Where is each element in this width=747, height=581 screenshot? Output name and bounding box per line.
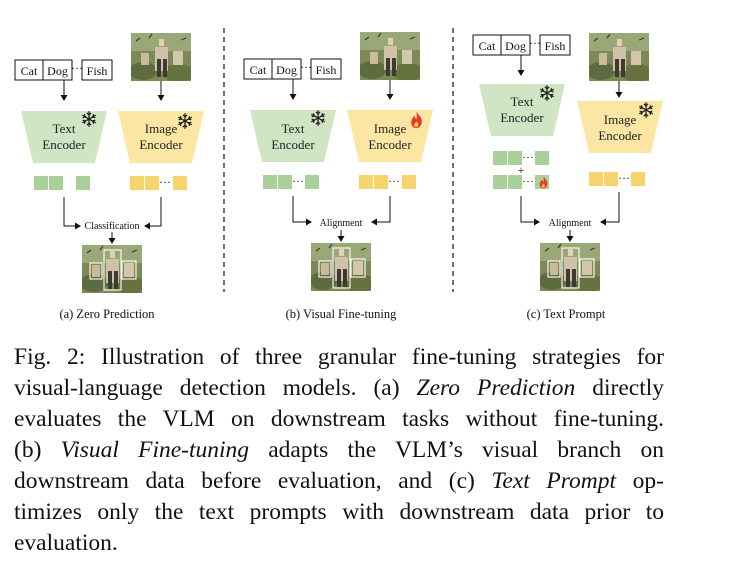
feature-ellipsis: ··· <box>618 171 630 185</box>
text-encoder-label-1: Text <box>282 121 305 136</box>
term-visual-fine-tuning: Visual Fine-tuning <box>60 437 250 463</box>
panel-caption: (c) Text Prompt <box>527 307 606 321</box>
token-cat: Cat <box>21 64 38 78</box>
feature-ellipsis: ··· <box>522 174 534 188</box>
caption-line: (b) Visual Fine-tuning adapts the VLM’s … <box>14 437 664 463</box>
caption-line: Fig. 2: Illustration of three granular f… <box>14 344 664 370</box>
feature-ellipsis: ··· <box>388 174 400 188</box>
figure-caption: Fig. 2: Illustration of three granular f… <box>14 342 664 559</box>
image-encoder-label-2: Encoder <box>139 137 183 152</box>
feature-ellipsis: ··· <box>292 174 304 188</box>
merge-label: Alignment <box>320 218 363 229</box>
caption-line: downstream data before evaluation, and (… <box>14 468 665 494</box>
output-detection-image <box>538 243 604 292</box>
caption-line: visual-language detection models. (a) Ze… <box>14 375 665 401</box>
prompt-plus: + <box>518 163 525 177</box>
input-image <box>589 33 649 81</box>
token-cat: Cat <box>479 39 496 53</box>
input-image <box>360 32 420 80</box>
token-fish: Fish <box>545 39 566 53</box>
image-encoder-label-2: Encoder <box>598 128 642 143</box>
text-encoder <box>250 110 336 162</box>
term-zero-prediction: Zero Prediction <box>416 375 576 401</box>
feature-ellipsis: ··· <box>159 175 171 189</box>
class-tokens: Cat Dog ··· Fish <box>243 58 342 80</box>
token-ellipsis: ··· <box>300 60 312 74</box>
token-fish: Fish <box>316 63 337 77</box>
token-cat: Cat <box>250 63 267 77</box>
text-encoder-label-2: Encoder <box>500 110 544 125</box>
class-tokens: Cat Dog ··· Fish <box>14 59 113 81</box>
image-features: ··· <box>589 171 645 186</box>
class-tokens: Cat Dog ··· Fish <box>472 34 571 56</box>
panel-visual-fine-tuning: Cat Dog ··· Fish Text Encoder Image Enco… <box>243 32 433 321</box>
prompt-features: ··· <box>493 174 549 189</box>
text-encoder-label-2: Encoder <box>271 137 315 152</box>
image-features: ··· <box>359 174 416 189</box>
token-ellipsis: ··· <box>71 61 83 75</box>
text-encoder <box>21 111 107 163</box>
caption-line: timizes only the text prompts with downs… <box>14 499 664 525</box>
feature-ellipsis: ··· <box>522 150 534 164</box>
panel-zero-prediction: Cat Dog ··· Fish Text Encoder Image Enco… <box>14 33 204 321</box>
merge-label: Alignment <box>549 218 592 229</box>
image-features: ··· <box>130 175 187 190</box>
image-encoder-label-1: Image <box>145 121 178 136</box>
output-detection-image <box>309 243 375 292</box>
panel-caption: (a) Zero Prediction <box>59 307 155 321</box>
image-encoder-label-1: Image <box>604 112 637 127</box>
text-encoder-label-1: Text <box>53 121 76 136</box>
text-encoder-label-1: Text <box>511 94 534 109</box>
panel-caption: (b) Visual Fine-tuning <box>286 307 398 321</box>
text-features: ··· <box>263 174 319 189</box>
text-encoder <box>479 84 565 136</box>
token-fish: Fish <box>87 64 108 78</box>
text-features <box>34 176 90 190</box>
caption-line: evaluates the VLM on downstream tasks wi… <box>14 406 664 432</box>
token-dog: Dog <box>276 63 297 77</box>
token-ellipsis: ··· <box>529 36 541 50</box>
token-dog: Dog <box>47 64 68 78</box>
merge-label: Classification <box>85 221 140 232</box>
figure-diagram: Cat Dog ··· Fish Text Encoder Image Enco… <box>14 28 663 321</box>
text-features: ··· <box>493 150 549 165</box>
output-detection-image <box>80 245 146 294</box>
image-encoder-label-2: Encoder <box>368 137 412 152</box>
image-encoder <box>118 111 204 163</box>
text-encoder-label-2: Encoder <box>42 137 86 152</box>
input-image <box>131 33 191 81</box>
panel-text-prompt: Cat Dog ··· Fish Text Encoder Image Enco… <box>472 33 663 321</box>
caption-line: evaluation. <box>14 530 118 556</box>
term-text-prompt: Text Prompt <box>491 468 617 494</box>
token-dog: Dog <box>505 39 526 53</box>
image-encoder-label-1: Image <box>374 121 407 136</box>
